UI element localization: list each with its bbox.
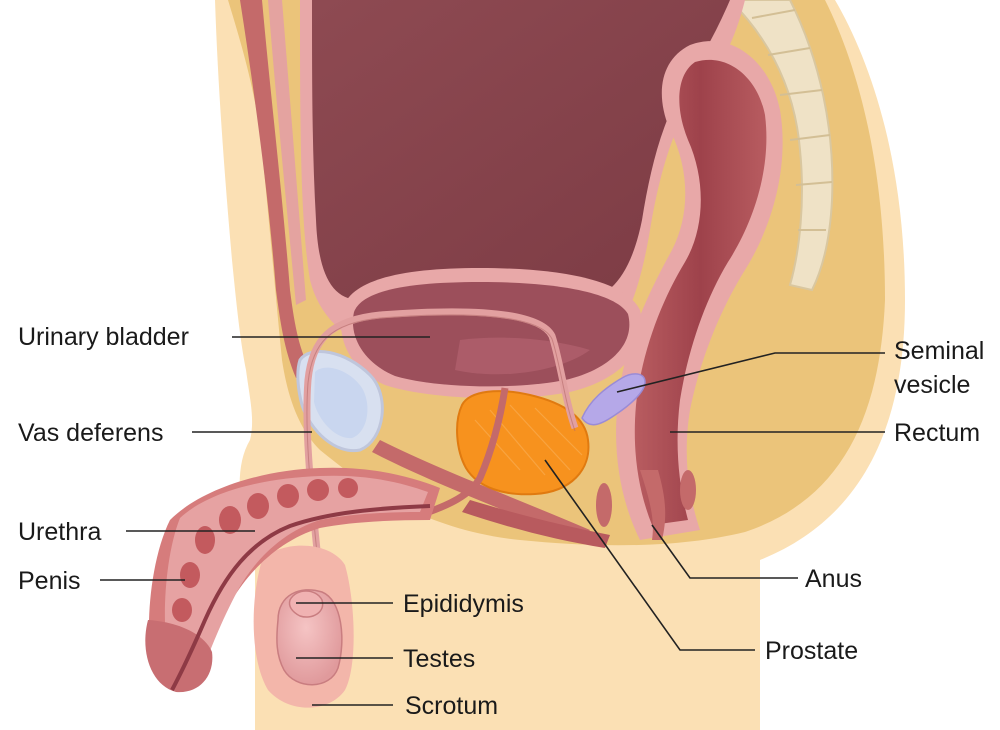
labels: Urinary bladder Vas deferens Urethra Pen… [18, 323, 984, 720]
label-urethra: Urethra [18, 518, 101, 546]
label-testes: Testes [403, 645, 475, 673]
anal-canal [640, 470, 666, 540]
perineal-muscle [462, 500, 610, 548]
sacrum [728, 0, 834, 292]
sacral-vertebrae-lines [751, 9, 833, 231]
testis[interactable] [276, 589, 343, 686]
label-penis: Penis [18, 567, 81, 595]
label-seminal-vesicle-line1: Seminal [894, 337, 984, 365]
abdominal-cavity [312, 0, 730, 300]
leader-prostate [544, 459, 755, 651]
anal-sphincter [596, 470, 696, 527]
label-epididymis: Epididymis [403, 590, 524, 618]
label-seminal-vesicle-line2: vesicle [894, 371, 970, 399]
corpus-cavernosum [172, 478, 358, 622]
prostate[interactable] [456, 390, 590, 496]
label-vas-deferens: Vas deferens [18, 419, 163, 447]
label-prostate: Prostate [765, 637, 858, 665]
leader-anus [651, 524, 798, 579]
prostatic-urethra [418, 387, 509, 519]
seminal-vesicle[interactable] [581, 373, 646, 426]
rectum[interactable] [634, 59, 767, 526]
label-anus: Anus [805, 565, 862, 593]
pelvic-floor-muscle [372, 440, 590, 542]
pubic-bone-inner [314, 367, 368, 439]
label-rectum: Rectum [894, 419, 980, 447]
abdominal-wall-muscle-inner [268, 0, 306, 305]
leader-seminal-vesicle [616, 352, 885, 393]
penile-urethra[interactable] [170, 504, 431, 691]
leader-lines [100, 336, 885, 706]
epididymis[interactable] [288, 590, 324, 618]
label-urinary-bladder: Urinary bladder [18, 323, 189, 351]
label-scrotum: Scrotum [405, 692, 498, 720]
abdominal-wall-muscle [240, 0, 310, 378]
